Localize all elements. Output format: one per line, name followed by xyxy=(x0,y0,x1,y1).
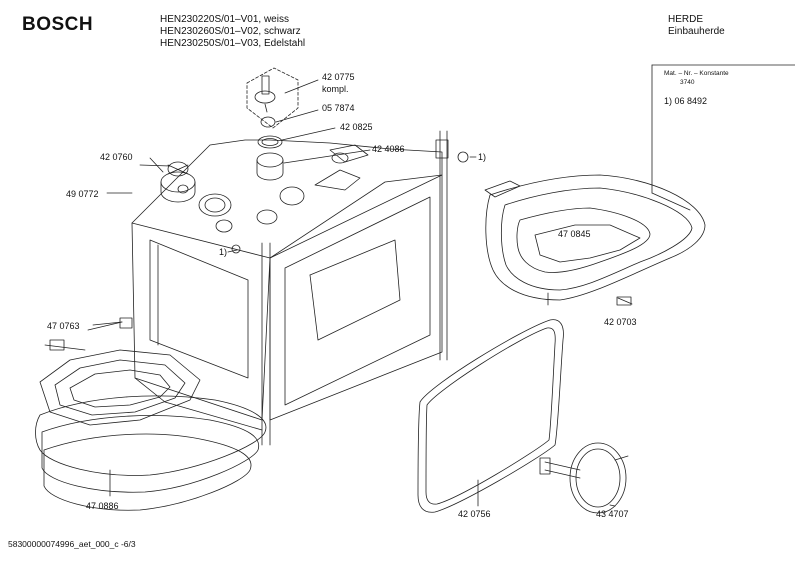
leader-lines xyxy=(92,156,477,326)
ring-heating-element xyxy=(539,442,629,514)
document-footer-id: 58300000074996_aet_000_c -6/3 xyxy=(8,539,136,549)
note-ref-left: 1) xyxy=(219,247,228,257)
oven-cavity xyxy=(131,130,469,446)
info-box-konstante: 3740 xyxy=(680,79,695,86)
part-label-424086: 42 4086 xyxy=(372,144,405,154)
part-label-490772: 49 0772 xyxy=(66,189,99,199)
part-label-470886: 47 0886 xyxy=(86,501,119,511)
part-label-420775-kompl: kompl. xyxy=(322,84,349,94)
bottom-heating-element xyxy=(35,317,267,511)
info-box xyxy=(651,64,795,194)
info-box-title: Mat. – Nr. – Konstante xyxy=(664,70,729,77)
model-line: HEN230250S/01–V03, Edelstahl xyxy=(160,38,306,49)
category-title: HERDE xyxy=(668,14,704,25)
model-line: HEN230260S/01–V02, schwarz xyxy=(160,26,301,37)
thermostat-assembly xyxy=(246,67,371,181)
part-label-420775: 42 0775 xyxy=(322,72,355,82)
part-label-434707: 43 4707 xyxy=(596,509,629,519)
category-subtitle: Einbauherde xyxy=(668,26,725,37)
brand-logo: BOSCH xyxy=(22,14,94,35)
grill-heating-element xyxy=(484,174,706,306)
part-label-470763: 47 0763 xyxy=(47,321,80,331)
part-label-420825: 42 0825 xyxy=(340,122,373,132)
model-line: HEN230220S/01–V01, weiss xyxy=(160,14,289,25)
note-ref-right: 1) xyxy=(478,152,487,162)
part-label-420703: 42 0703 xyxy=(604,317,637,327)
model-list: HEN230220S/01–V01, weiss HEN230260S/01–V… xyxy=(160,14,305,50)
info-box-note: 1) 06 8492 xyxy=(664,96,708,106)
part-label-420756: 42 0756 xyxy=(458,509,491,519)
part-label-470845: 47 0845 xyxy=(558,229,591,239)
category: HERDE Einbauherde xyxy=(668,14,725,38)
door-gasket xyxy=(417,319,564,513)
part-label-420760: 42 0760 xyxy=(100,152,133,162)
part-label-057874: 05 7874 xyxy=(322,103,355,113)
